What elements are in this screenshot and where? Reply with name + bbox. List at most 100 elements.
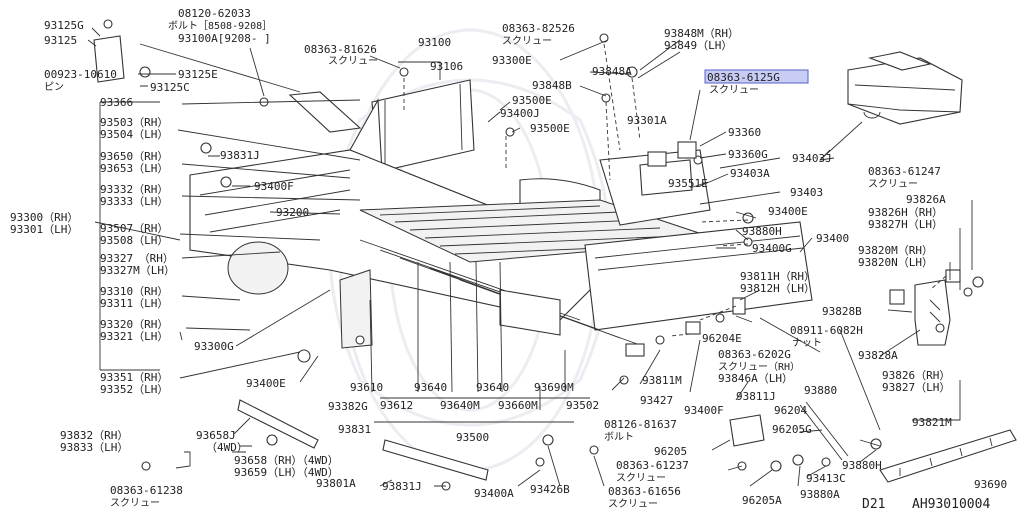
label-93427[interactable]: 93427 — [640, 394, 673, 407]
label-93820N[interactable]: 93820N（LH） — [858, 256, 933, 269]
label-93848A[interactable]: 93848A — [592, 65, 632, 78]
label-93612[interactable]: 93612 — [380, 399, 413, 412]
label-93352[interactable]: 93352（LH） — [100, 383, 168, 396]
label-96205G[interactable]: 96205G — [772, 423, 812, 436]
label-08363-81626[interactable]: 08363-81626 — [304, 43, 377, 56]
label-93301[interactable]: 93301（LH） — [10, 223, 78, 236]
label-93100A[interactable]: 93100A[9208- ] — [178, 32, 271, 45]
label-93880[interactable]: 93880 — [804, 384, 837, 397]
label-93382G[interactable]: 93382G — [328, 400, 368, 413]
label-96205A[interactable]: 96205A — [742, 494, 782, 507]
label-08363-61247[interactable]: 08363-61247 — [868, 165, 941, 178]
label-93310[interactable]: 93310（RH） — [100, 285, 168, 298]
label-93400E-a[interactable]: 93400E — [768, 205, 808, 218]
label-93125[interactable]: 93125 — [44, 34, 77, 47]
label-08126-81637[interactable]: 08126-81637 — [604, 418, 677, 431]
label-08363-6202G[interactable]: 08363-6202G — [718, 348, 791, 361]
label-08363-61237[interactable]: 08363-61237 — [616, 459, 689, 472]
label-93503[interactable]: 93503（RH） — [100, 116, 168, 129]
label-93125C[interactable]: 93125C — [150, 81, 190, 94]
label-93690[interactable]: 93690 — [974, 478, 1007, 491]
label-93502[interactable]: 93502 — [566, 399, 599, 412]
label-96204E[interactable]: 96204E — [702, 332, 742, 345]
label-93200[interactable]: 93200 — [276, 206, 309, 219]
label-93658[interactable]: 93658（RH）（4WD） — [234, 454, 339, 467]
label-93300G[interactable]: 93300G — [194, 340, 234, 353]
label-93366[interactable]: 93366 — [100, 96, 133, 109]
label-93821M[interactable]: 93821M — [912, 416, 952, 429]
label-93826[interactable]: 93826（RH） — [882, 369, 950, 382]
label-93508[interactable]: 93508（LH） — [100, 234, 168, 247]
label-93311[interactable]: 93311（LH） — [100, 297, 168, 310]
label-93403[interactable]: 93403 — [790, 186, 823, 199]
label-93301A[interactable]: 93301A — [627, 114, 667, 127]
label-93880H-b[interactable]: 93880H — [842, 459, 882, 472]
label-93400J[interactable]: 93400J — [500, 107, 540, 120]
label-96205[interactable]: 96205 — [654, 445, 687, 458]
label-08363-82526[interactable]: 08363-82526 — [502, 22, 575, 35]
label-93831[interactable]: 93831 — [338, 423, 371, 436]
label-93832[interactable]: 93832（RH） — [60, 429, 128, 442]
label-08911-6082H[interactable]: 08911-6082H — [790, 324, 863, 337]
label-93828A[interactable]: 93828A — [858, 349, 898, 362]
label-93811M[interactable]: 93811M — [642, 374, 682, 387]
label-93504[interactable]: 93504（LH） — [100, 128, 168, 141]
label-93400A[interactable]: 93400A — [474, 487, 514, 500]
label-93360G[interactable]: 93360G — [728, 148, 768, 161]
label-93500E-b[interactable]: 93500E — [530, 122, 570, 135]
label-93811J[interactable]: 93811J — [736, 390, 776, 403]
label-96204[interactable]: 96204 — [774, 404, 807, 417]
label-93659[interactable]: 93659（LH）（4WD） — [234, 466, 339, 479]
label-93125E[interactable]: 93125E — [178, 68, 218, 81]
label-93653[interactable]: 93653（LH） — [100, 162, 168, 175]
label-93610[interactable]: 93610 — [350, 381, 383, 394]
label-93500E-a[interactable]: 93500E — [512, 94, 552, 107]
label-93660M[interactable]: 93660M — [498, 399, 538, 412]
label-93106[interactable]: 93106 — [430, 60, 463, 73]
label-93327M[interactable]: 93327M（LH） — [100, 264, 175, 277]
label-93403J[interactable]: 93403J — [792, 152, 832, 165]
label-93826H[interactable]: 93826H（RH） — [868, 206, 943, 219]
label-08363-61656[interactable]: 08363-61656 — [608, 485, 681, 498]
label-93400G[interactable]: 93400G — [752, 242, 792, 255]
label-93658J[interactable]: 93658J — [196, 429, 236, 442]
label-93650[interactable]: 93650（RH） — [100, 150, 168, 163]
label-93848B[interactable]: 93848B — [532, 79, 572, 92]
label-93828B[interactable]: 93828B — [822, 305, 862, 318]
label-93640-b[interactable]: 93640 — [476, 381, 509, 394]
label-93833[interactable]: 93833（LH） — [60, 441, 128, 454]
label-93811H[interactable]: 93811H（RH） — [740, 270, 815, 283]
label-93360[interactable]: 93360 — [728, 126, 761, 139]
label-93846A[interactable]: 93846A（LH） — [718, 372, 793, 385]
label-93351[interactable]: 93351（RH） — [100, 371, 168, 384]
label-93332[interactable]: 93332（RH） — [100, 183, 168, 196]
label-08120-62033[interactable]: 08120-62033 — [178, 7, 251, 20]
label-93333[interactable]: 93333（LH） — [100, 195, 168, 208]
label-93320[interactable]: 93320（RH） — [100, 318, 168, 331]
label-93507[interactable]: 93507（RH） — [100, 222, 168, 235]
label-93827H[interactable]: 93827H（LH） — [868, 218, 943, 231]
label-93551E[interactable]: 93551E — [668, 177, 708, 190]
label-93849[interactable]: 93849（LH） — [664, 39, 732, 52]
label-93690M[interactable]: 93690M — [534, 381, 574, 394]
label-93831J-b[interactable]: 93831J — [382, 480, 422, 493]
label-93640-a[interactable]: 93640 — [414, 381, 447, 394]
label-93880H-a[interactable]: 93880H — [742, 225, 782, 238]
label-93327[interactable]: 93327 （RH） — [100, 252, 174, 265]
label-93812H[interactable]: 93812H（LH） — [740, 282, 815, 295]
label-93125G[interactable]: 93125G — [44, 19, 84, 32]
label-93413C[interactable]: 93413C — [806, 472, 846, 485]
label-93848M[interactable]: 93848M（RH） — [664, 27, 739, 40]
label-93400E-b[interactable]: 93400E — [246, 377, 286, 390]
label-93403A[interactable]: 93403A — [730, 167, 770, 180]
label-93640M[interactable]: 93640M — [440, 399, 480, 412]
label-93400F-b[interactable]: 93400F — [684, 404, 724, 417]
label-08363-6125G[interactable]: 08363-6125G — [707, 71, 780, 84]
label-93300[interactable]: 93300（RH） — [10, 211, 78, 224]
label-93880A[interactable]: 93880A — [800, 488, 840, 501]
label-93426B[interactable]: 93426B — [530, 483, 570, 496]
label-93820M[interactable]: 93820M（RH） — [858, 244, 933, 257]
label-93400[interactable]: 93400 — [816, 232, 849, 245]
label-93300E[interactable]: 93300E — [492, 54, 532, 67]
label-93500[interactable]: 93500 — [456, 431, 489, 444]
